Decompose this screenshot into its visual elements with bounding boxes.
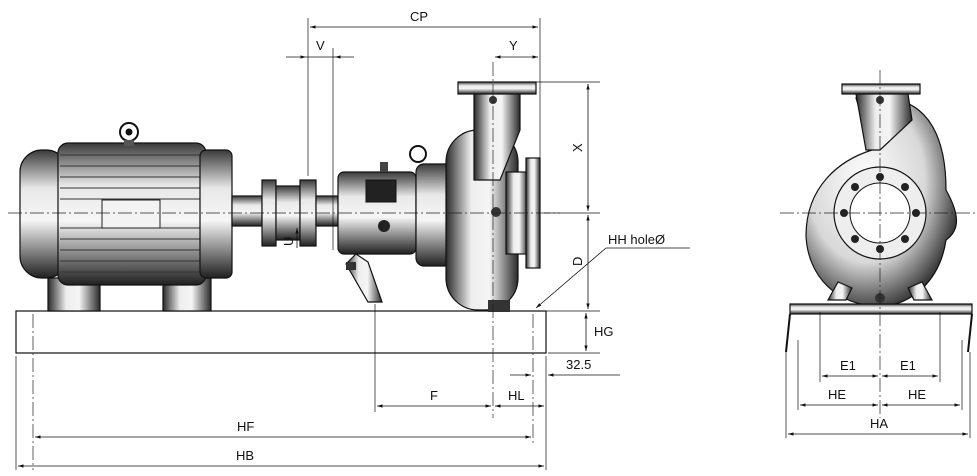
motor [19, 122, 233, 286]
dim-label-d: D [570, 257, 585, 266]
dim-label-hh-hole: HH holeØ [608, 232, 665, 247]
discharge-flange [457, 81, 537, 95]
dim-label-e1-right: E1 [900, 358, 916, 373]
dim-label-v: V [316, 38, 325, 53]
dim-label-hf: HF [237, 419, 254, 434]
dim-label-he-right: HE [908, 387, 926, 402]
dim-label-he-left: HE [828, 387, 846, 402]
dim-label-hg: HG [594, 324, 614, 339]
dim-label-x: X [570, 143, 585, 152]
pump-casing [409, 81, 541, 312]
side-view: CP V Y X D U HH holeØ HG 32.5 F [8, 9, 690, 470]
dim-label-hl: HL [508, 388, 525, 403]
end-view: E1 E1 HE HE HA [780, 70, 977, 438]
bearing-housing [337, 162, 417, 303]
dim-label-e1-left: E1 [840, 358, 856, 373]
dim-label-ha: HA [870, 416, 888, 431]
dim-label-f: F [430, 388, 438, 403]
dim-label-32-5: 32.5 [566, 357, 591, 372]
dim-label-u: U [281, 237, 296, 246]
dim-label-y: Y [509, 38, 518, 53]
dim-label-hb: HB [236, 448, 254, 463]
dim-label-cp: CP [410, 9, 428, 24]
end-base-plate [789, 303, 973, 315]
base-plate [15, 310, 547, 354]
